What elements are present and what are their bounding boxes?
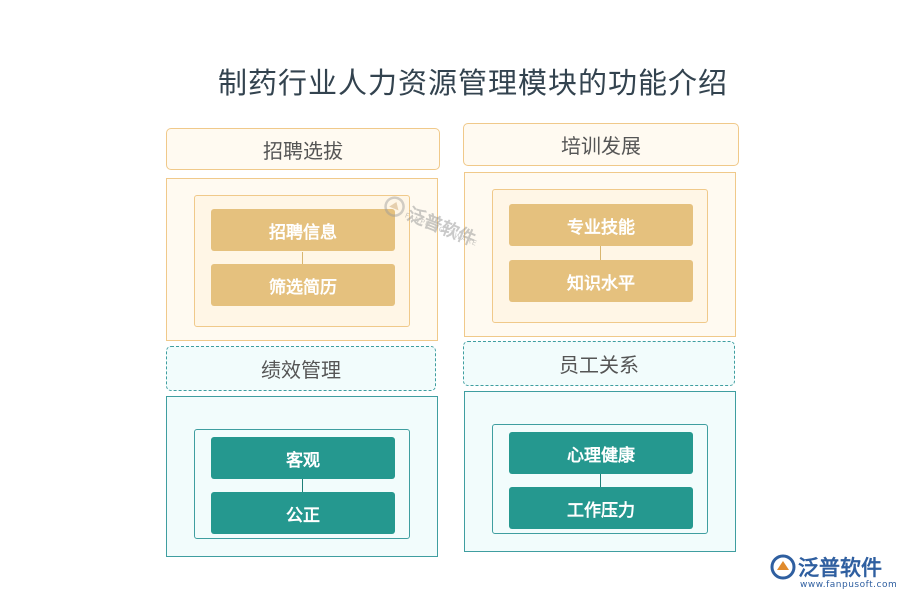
- connector-line: [600, 246, 601, 262]
- item-mental-health: 心理健康: [509, 432, 693, 474]
- watermark-logo-icon: [384, 196, 405, 217]
- brand-url: www.fanpusoft.com: [800, 580, 898, 590]
- connector-line: [302, 252, 303, 268]
- module-header-recruitment: 招聘选拔: [166, 128, 440, 170]
- module-panel-employee-relations: 心理健康 工作压力: [464, 391, 736, 552]
- module-inner-employee-relations: 心理健康 工作压力: [492, 424, 708, 534]
- module-panel-training: 专业技能 知识水平: [464, 172, 736, 337]
- module-header-training: 培训发展: [463, 123, 739, 166]
- item-fair: 公正: [211, 492, 395, 534]
- fanpu-logo-icon: [770, 554, 796, 580]
- connector-line: [302, 478, 303, 492]
- module-header-performance: 绩效管理: [166, 346, 436, 391]
- module-inner-recruitment: 招聘信息 筛选简历: [194, 195, 410, 327]
- page-title: 制药行业人力资源管理模块的功能介绍: [218, 66, 729, 100]
- connector-line: [600, 473, 601, 487]
- item-work-pressure: 工作压力: [509, 487, 693, 529]
- module-inner-performance: 客观 公正: [194, 429, 410, 539]
- brand-name: 泛普软件: [798, 556, 882, 580]
- item-professional-skills: 专业技能: [509, 204, 693, 246]
- item-resume-screening: 筛选简历: [211, 264, 395, 306]
- item-knowledge-level: 知识水平: [509, 260, 693, 302]
- item-objective: 客观: [211, 437, 395, 479]
- watermark: 泛普软件 FANPU SOFTWARE: [373, 175, 507, 276]
- brand-logo: 泛普软件 www.fanpusoft.com: [770, 552, 898, 596]
- module-panel-performance: 客观 公正: [166, 396, 438, 557]
- module-header-employee-relations: 员工关系: [463, 341, 735, 386]
- module-panel-recruitment: 招聘信息 筛选简历: [166, 178, 438, 341]
- item-recruitment-info: 招聘信息: [211, 209, 395, 251]
- module-inner-training: 专业技能 知识水平: [492, 189, 708, 323]
